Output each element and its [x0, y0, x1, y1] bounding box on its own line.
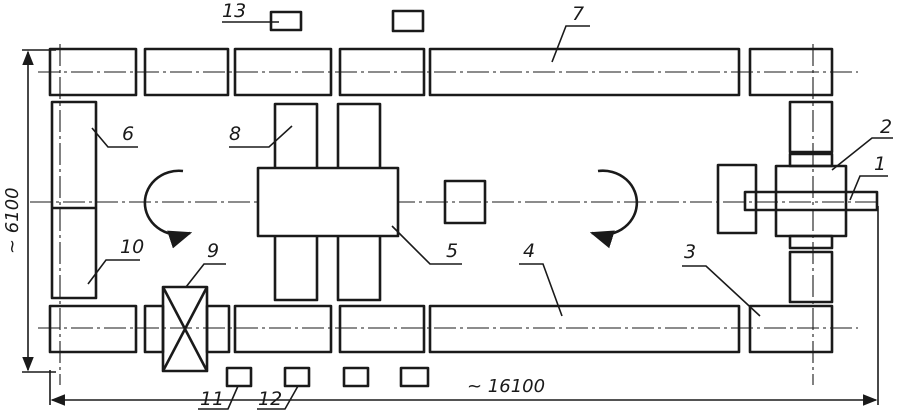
rotation-arrow-left-icon: [143, 169, 193, 249]
callout-7: 7: [572, 3, 584, 25]
conveyor-4: [428, 304, 741, 354]
dimension-height-label: ~ 6100: [2, 187, 23, 254]
callout-11: 11: [200, 388, 224, 410]
callout-labels: 1 2 3 4 5 6 7 8 9 10 11 12 13: [120, 0, 892, 410]
central-unit: [256, 102, 487, 302]
callout-8: 8: [229, 123, 241, 145]
small-blocks: [225, 9, 430, 388]
callout-5: 5: [446, 240, 458, 262]
top-row-blocks: [48, 47, 834, 97]
callout-13: 13: [222, 0, 246, 22]
dimension-lines: [22, 49, 879, 406]
leader-lines: [87, 21, 893, 410]
axis-lines: [30, 44, 878, 385]
rotation-arrows: [143, 169, 639, 249]
callout-3: 3: [684, 241, 696, 263]
bottom-row-blocks: [48, 304, 834, 354]
conveyor-7: [428, 47, 741, 97]
dimension-width-label: ~ 16100: [467, 376, 545, 397]
callout-4: 4: [523, 240, 535, 262]
callout-1: 1: [874, 153, 886, 175]
block-3: [748, 304, 834, 354]
callout-12: 12: [258, 388, 282, 410]
callout-9: 9: [207, 240, 219, 262]
rotation-arrow-right-icon: [589, 169, 639, 249]
callout-6: 6: [122, 123, 134, 145]
callout-10: 10: [120, 236, 144, 258]
left-tall-blocks: [50, 100, 98, 300]
drive-assembly: [716, 100, 879, 304]
unit-9: [161, 285, 209, 373]
callout-2: 2: [880, 116, 892, 138]
